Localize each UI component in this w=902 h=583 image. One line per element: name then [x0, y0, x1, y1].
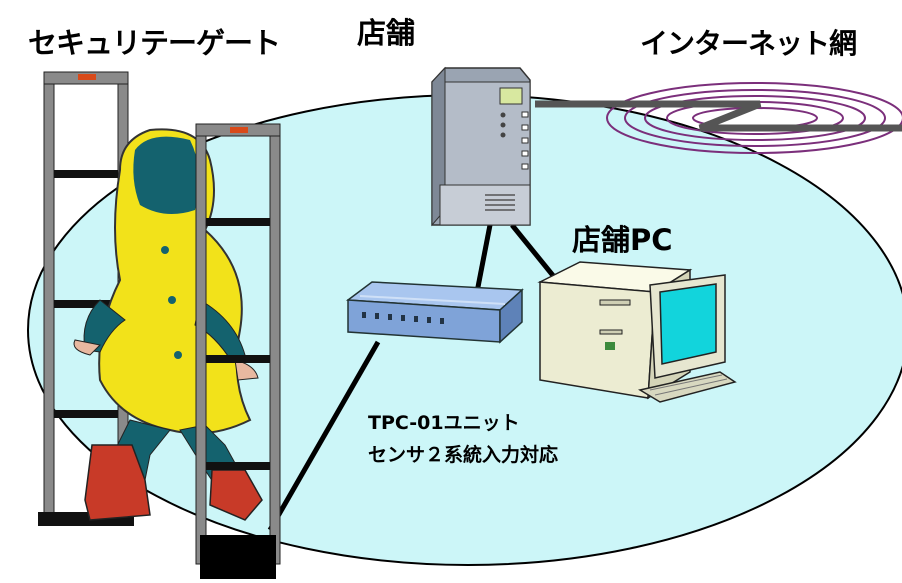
unit-name-label: TPC-01ユニット: [368, 412, 520, 434]
security-gate-label: セキュリテーゲート: [28, 26, 281, 60]
internet-link-line: [535, 100, 902, 132]
desktop-pc-icon: [537, 261, 737, 403]
server-icon: [431, 66, 531, 227]
security-gate-front-icon: [195, 123, 281, 579]
store-pc-label: 店舗PC: [572, 223, 673, 257]
store-label: 店舗: [357, 16, 416, 50]
network-unit-icon: [345, 281, 524, 344]
internet-label: インターネット網: [640, 27, 857, 60]
unit-description-label: センサ２系統入力対応: [368, 444, 559, 466]
internet-cloud-icon: [535, 82, 902, 154]
